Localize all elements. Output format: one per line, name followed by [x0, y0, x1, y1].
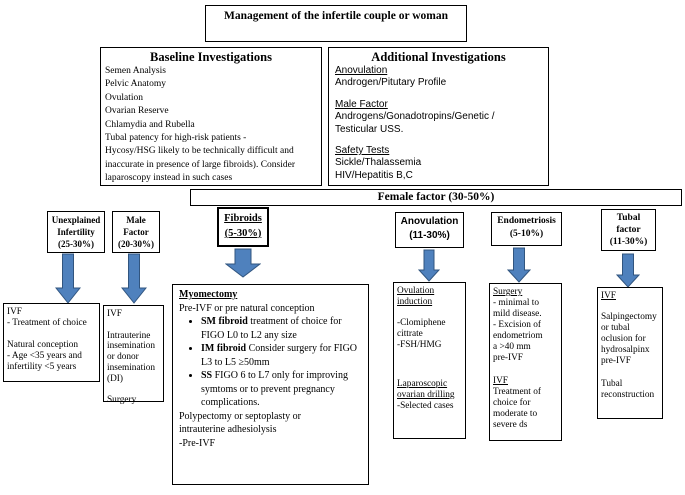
- detail-male-factor: IVF Intrauterine insemination or donor i…: [103, 305, 164, 405]
- laparoscopic-drilling-body: -Selected cases: [397, 401, 454, 411]
- bullet-item: SM fibroid treatment of choice for FIGO …: [201, 315, 362, 342]
- additional-title: Additional Investigations: [371, 50, 506, 64]
- category-endometriosis: Endometriosis (5-10%): [491, 212, 562, 246]
- ovulation-body: -Clomiphene cittrate -FSH/HMG: [397, 318, 446, 350]
- myomectomy-heading: Myomectomy: [179, 289, 238, 300]
- down-arrow-icon: [616, 253, 640, 288]
- category-anovulation: Anovulation (11-30%): [395, 212, 464, 248]
- section-body: Sickle/Thalassemia HIV/Hepatitis B,C: [335, 157, 422, 181]
- bullet-rest: FIGO 6 to L7 only for improving symtoms …: [201, 370, 348, 408]
- endometriosis-surgery-body: - minimal to mild disease. - Excision of…: [493, 298, 543, 363]
- category-male-factor: Male Factor (20-30%): [112, 211, 160, 253]
- bullet-rest: Consider surgery for FIGO L3 to L5 ≥50mm: [201, 343, 358, 368]
- myomectomy-bullet-list: SM fibroid treatment of choice for FIGO …: [179, 315, 362, 410]
- category-fibroids: Fibroids (5-30%): [217, 207, 269, 247]
- baseline-body: Semen Analysis Pelvic Anatomy Ovulation …: [105, 66, 296, 184]
- down-arrow-icon: [55, 253, 81, 304]
- detail-myomectomy: Myomectomy Pre-IVF or pre natural concep…: [172, 284, 369, 485]
- bullet-bold: IM fibroid: [201, 343, 247, 354]
- female-factor-bar: Female factor (30-50%): [190, 189, 682, 206]
- myomectomy-footer: Polypectomy or septoplasty or intrauteri…: [179, 410, 301, 449]
- page-title: Management of the infertile couple or wo…: [224, 10, 448, 22]
- baseline-investigations-box: Baseline Investigations Semen Analysis P…: [100, 47, 322, 186]
- ovulation-heading: Ovulation induction: [397, 286, 435, 307]
- down-arrow-icon: [225, 248, 261, 278]
- down-arrow-icon: [121, 253, 147, 304]
- bullet-item: SS FIGO 6 to L7 only for improving symto…: [201, 369, 362, 410]
- laparoscopic-drilling-heading: Laparoscopic ovarian drilling: [397, 379, 455, 400]
- endometriosis-surgery-heading: Surgery: [493, 287, 523, 297]
- bullet-bold: SS: [201, 370, 213, 381]
- section-heading: Anovulation: [335, 65, 388, 76]
- bullet-bold: SM fibroid: [201, 316, 248, 327]
- section-heading: Male Factor: [335, 98, 388, 110]
- female-factor-label: Female factor (30-50%): [377, 191, 495, 203]
- tubal-reconstruction-body: Tubal reconstruction: [601, 379, 655, 400]
- category-tubal-factor: Tubal factor (11-30%): [601, 209, 656, 251]
- tubal-ivf-body: Salpingectomy or tubal oclusion for hydr…: [601, 312, 657, 366]
- detail-ovulation-induction: Ovulation induction -Clomiphene cittrate…: [393, 282, 466, 439]
- down-arrow-icon: [418, 249, 440, 282]
- baseline-title: Baseline Investigations: [150, 50, 272, 64]
- bullet-item: IM fibroid Consider surgery for FIGO L3 …: [201, 342, 362, 369]
- additional-section-male-factor: Male Factor Androgens/Gonadotropins/Gene…: [335, 99, 542, 136]
- down-arrow-icon: [507, 247, 531, 283]
- section-body: Androgens/Gonadotropins/Genetic / Testic…: [335, 111, 495, 135]
- additional-investigations-box: Additional Investigations Anovulation An…: [328, 47, 549, 186]
- endometriosis-ivf-body: Treatment of choice for moderate to seve…: [493, 387, 541, 430]
- detail-endometriosis: Surgery - minimal to mild disease. - Exc…: [489, 283, 562, 441]
- myomectomy-intro: Pre-IVF or pre natural conception: [179, 302, 315, 314]
- detail-unexplained-infertility: IVF - Treatment of choice Natural concep…: [3, 303, 100, 382]
- title-box: Management of the infertile couple or wo…: [205, 5, 467, 42]
- detail-tubal-factor: IVF Salpingectomy or tubal oclusion for …: [597, 287, 663, 419]
- section-heading: Safety Tests: [335, 145, 390, 157]
- section-body: Androgen/Pitutary Profile: [335, 77, 447, 89]
- endometriosis-ivf-heading: IVF: [493, 376, 508, 386]
- category-unexplained-infertility: Unexplained Infertility (25-30%): [47, 211, 105, 253]
- bullet-rest: treatment of choice for FIGO L0 to L2 an…: [201, 316, 342, 341]
- additional-section-safety-tests: Safety Tests Sickle/Thalassemia HIV/Hepa…: [335, 145, 542, 182]
- additional-section-anovulation: Anovulation Androgen/Pitutary Profile: [335, 65, 542, 90]
- tubal-ivf-heading: IVF: [601, 291, 616, 301]
